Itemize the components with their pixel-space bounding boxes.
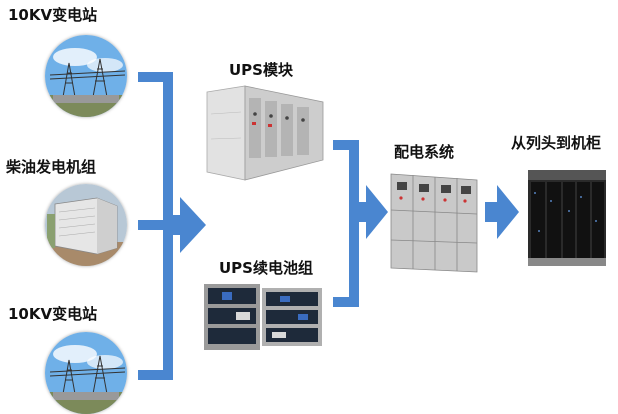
arrow-head-right	[497, 185, 519, 239]
substation-top-photo	[45, 35, 127, 117]
cabinet-label: 从列头到机柜	[511, 134, 602, 152]
branch-substation-bottom	[138, 370, 168, 380]
ups-battery-label: UPS续电池组	[219, 259, 313, 277]
arrow-head-left	[180, 197, 206, 253]
branch-ups-module	[333, 140, 353, 150]
branch-diesel	[138, 220, 168, 230]
distribution-photo	[389, 168, 479, 276]
distribution-label: 配电系统	[394, 143, 455, 161]
ups-module-label: UPS模块	[229, 61, 293, 79]
arrow-shaft-left	[168, 215, 182, 235]
diesel-generator-label: 柴油发电机组	[6, 158, 97, 176]
arrow-head-mid	[366, 185, 388, 239]
arrow-shaft-mid	[354, 202, 368, 222]
substation-top-label: 10KV变电站	[8, 6, 98, 24]
substation-bottom-photo	[45, 332, 127, 414]
branch-ups-battery	[333, 297, 353, 307]
substation-bottom-label: 10KV变电站	[8, 305, 98, 323]
ups-module-photo	[205, 84, 325, 182]
cabinet-photo	[528, 170, 606, 266]
diesel-generator-photo	[45, 184, 127, 266]
arrow-shaft-right	[485, 202, 499, 222]
branch-substation-top	[138, 72, 168, 82]
ups-battery-photo	[202, 278, 327, 354]
mid-bus-line	[349, 140, 359, 307]
